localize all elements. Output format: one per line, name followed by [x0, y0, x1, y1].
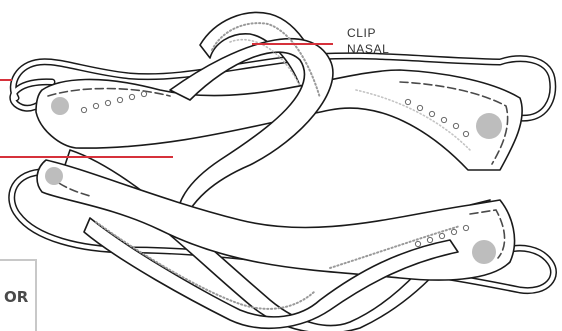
recycle-icon	[80, 90, 470, 248]
corner-box: OR	[0, 259, 37, 331]
rivet-bottom-right	[472, 240, 496, 264]
stitch-upper	[47, 81, 509, 165]
dot-stitch-top	[211, 22, 321, 99]
mask-body	[35, 11, 523, 331]
stitch-lines	[47, 22, 509, 310]
callout-lines	[0, 43, 333, 158]
mask-panel-back	[63, 149, 491, 331]
mask-panel-strap	[83, 217, 459, 330]
dot-stitch-inner	[229, 38, 301, 87]
corner-label: OR	[4, 288, 29, 306]
dot-stitch-bottom	[95, 221, 315, 310]
nose-clip-label-line1: CLIP	[347, 26, 376, 40]
dot-stitch-right	[355, 89, 471, 151]
dot-stitch-lower-right	[329, 225, 461, 269]
nose-clip-label-line2: NASAL	[347, 42, 389, 56]
rivets	[45, 97, 502, 264]
rivet-top-left	[51, 97, 69, 115]
mask-panel-lower	[36, 159, 516, 281]
rivet-top-right	[476, 113, 502, 139]
rivet-mid-left	[45, 167, 63, 185]
